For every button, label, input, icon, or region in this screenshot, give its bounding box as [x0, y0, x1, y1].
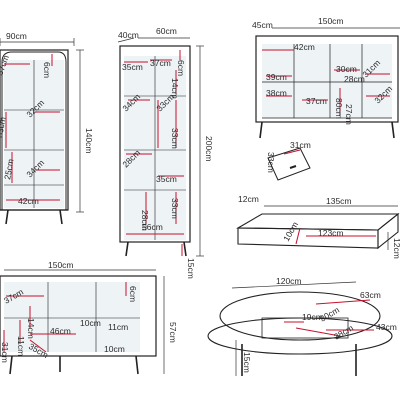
- vitrine-tall-drawing: 40cm 60cm 200cm 35cm 37cm 6cm 14cm 34cm …: [117, 26, 214, 279]
- wall-shelf-inner: 123cm: [318, 228, 344, 238]
- vitrine-wide-width: 90cm: [6, 31, 27, 41]
- coffee-table-height: 15cm: [242, 352, 252, 373]
- sideboard-d5: 30cm: [336, 64, 357, 74]
- coffee-table-d1: 63cm: [360, 290, 381, 300]
- vitrine-tall-d3: 6cm: [176, 60, 186, 76]
- wall-shelf-h2: 12cm: [392, 238, 400, 259]
- coffee-table-drawing: 120cm 63cm 43cm 19cm 30cm 38cm 15cm: [207, 276, 397, 376]
- vitrine-tall-depth: 40cm: [118, 30, 139, 40]
- sideboard-d4: 37cm: [306, 96, 327, 106]
- vitrine-wide-d5: 25cm: [2, 158, 15, 180]
- vitrine-wide-height: 140cm: [84, 128, 94, 154]
- vitrine-tall-d9: 35cm: [156, 174, 177, 184]
- tv-unit-height: 57cm: [168, 322, 178, 343]
- tv-unit-drawing: 150cm 57cm 37cm 6cm 11cm 14cm 46cm 10cm …: [0, 260, 178, 375]
- wall-shelf-depth: 12cm: [238, 194, 259, 204]
- vitrine-tall-d10: 28cm: [140, 210, 150, 231]
- sideboard-d6: 28cm: [344, 74, 365, 84]
- sideboard-d12: 31cm: [290, 140, 311, 150]
- coffee-table-d5: 38cm: [332, 323, 355, 342]
- vitrine-tall-d4: 14cm: [170, 78, 180, 99]
- sideboard-depth: 45cm: [252, 20, 273, 30]
- wall-shelf-drawing: 12cm 135cm 123cm 10cm 12cm: [236, 194, 400, 259]
- vitrine-wide-d4: 33cm: [0, 116, 8, 138]
- vitrine-tall-d12: 56cm: [142, 222, 163, 232]
- vitrine-tall-d1: 35cm: [122, 62, 143, 72]
- vitrine-tall-d2: 37cm: [150, 58, 171, 68]
- tv-unit-d3: 11cm: [16, 336, 26, 356]
- sideboard-drawing: 45cm 150cm 42cm 39cm 38cm 37cm 30cm 28cm…: [252, 16, 400, 181]
- tv-unit-d5: 46cm: [50, 326, 71, 336]
- tv-unit-d7: 11cm: [108, 322, 128, 332]
- coffee-table-d3: 19cm: [302, 312, 323, 322]
- tv-unit-d4: 14cm: [26, 318, 36, 339]
- vitrine-tall-width: 60cm: [156, 26, 177, 36]
- sideboard-d11: 33cm: [266, 152, 276, 173]
- sideboard-d10: 80cm: [334, 98, 344, 119]
- vitrine-wide-drawing: 90cm 140cm 37cm 6cm 32cm 33cm 25cm 34cm …: [0, 31, 94, 225]
- coffee-table-d4: 30cm: [318, 305, 341, 324]
- coffee-table-width: 120cm: [276, 276, 302, 286]
- tv-unit-d6: 10cm: [80, 318, 101, 328]
- vitrine-wide-d2: 6cm: [42, 62, 52, 78]
- sideboard-d1: 42cm: [294, 42, 315, 52]
- sideboard-width: 150cm: [318, 16, 344, 26]
- vitrine-tall-d11: 33cm: [170, 198, 180, 219]
- vitrine-wide-d1: 37cm: [0, 54, 11, 77]
- tv-unit-width: 150cm: [48, 260, 74, 270]
- sideboard-d9: 27cm: [344, 104, 354, 125]
- vitrine-tall-height: 200cm: [204, 136, 214, 162]
- tv-unit-d2: 6cm: [128, 286, 138, 302]
- coffee-table-d2: 43cm: [376, 322, 397, 332]
- wall-shelf-width: 135cm: [326, 196, 352, 206]
- sideboard-d3: 38cm: [266, 88, 287, 98]
- tv-unit-d8: 31cm: [0, 342, 10, 363]
- tv-unit-d10: 10cm: [104, 344, 125, 354]
- vitrine-tall-d13: 15cm: [186, 258, 196, 279]
- vitrine-tall-d7: 33cm: [170, 128, 180, 149]
- sideboard-d2: 39cm: [266, 72, 287, 82]
- vitrine-wide-d7: 42cm: [18, 196, 39, 206]
